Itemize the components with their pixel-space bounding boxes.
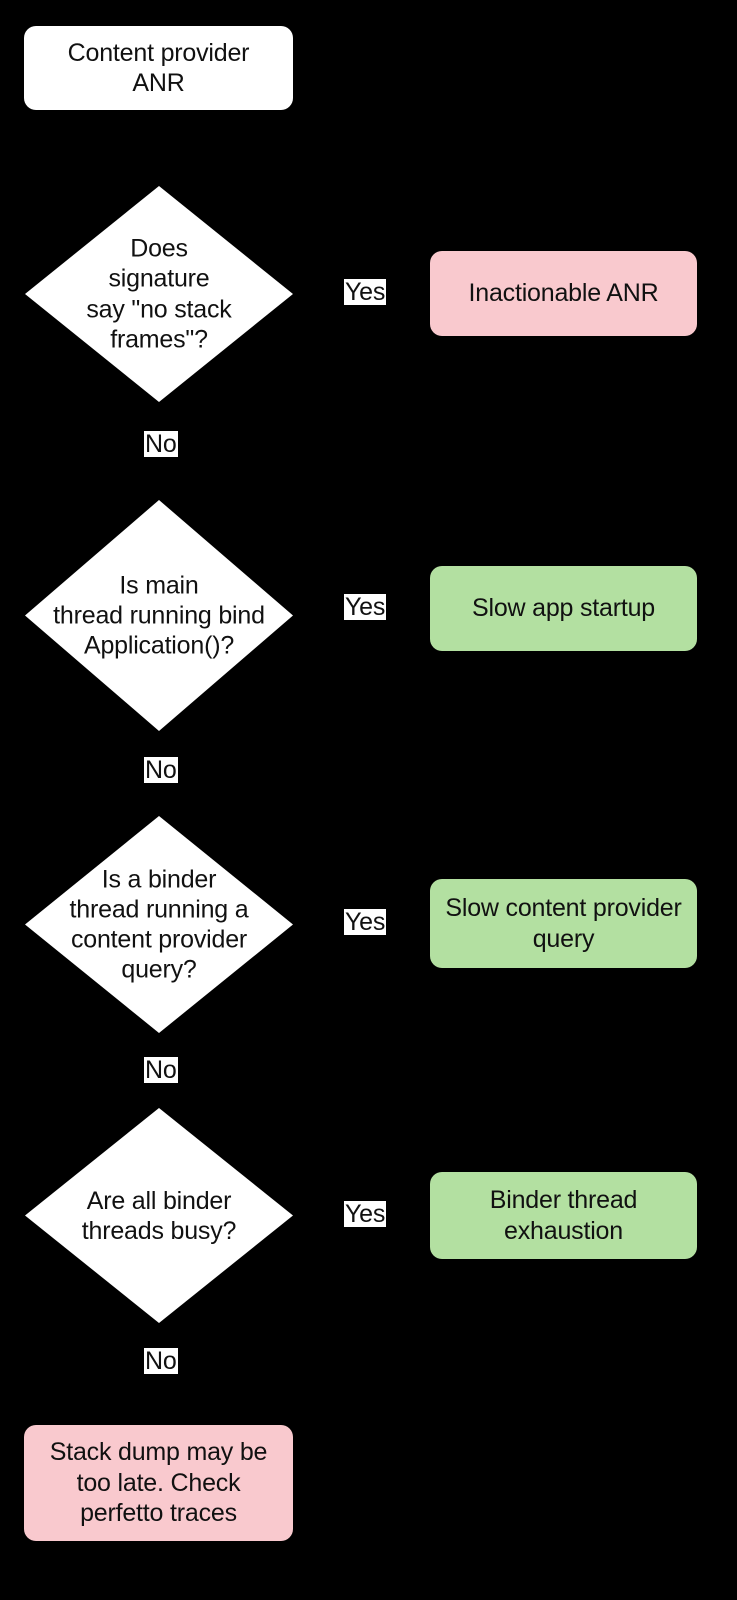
node-outcome-binder-thread-exhaustion[interactable]: Binder thread exhaustion bbox=[430, 1172, 697, 1259]
node-decision-binder-threads-busy[interactable]: Are all binder threads busy? bbox=[25, 1108, 293, 1323]
node-outcome-stack-dump-too-late[interactable]: Stack dump may be too late. Check perfet… bbox=[24, 1425, 293, 1541]
diamond-shape bbox=[25, 1108, 293, 1323]
diamond-shape bbox=[25, 186, 293, 402]
node-outcome-slow-app-startup[interactable]: Slow app startup bbox=[430, 566, 697, 651]
connector-start-to-decision1 bbox=[156, 110, 160, 186]
node-outcome-inactionable-anr[interactable]: Inactionable ANR bbox=[430, 251, 697, 336]
edge-label-decision4-yes: Yes bbox=[344, 1200, 387, 1228]
edge-label-decision1-yes: Yes bbox=[344, 278, 387, 306]
diamond-shape bbox=[25, 816, 293, 1033]
edge-label-decision2-no: No bbox=[144, 756, 178, 784]
edge-label-decision1-no: No bbox=[144, 430, 178, 458]
node-decision-bind-application[interactable]: Is main thread running bind Application(… bbox=[25, 500, 293, 731]
node-decision-no-stack-frames[interactable]: Does signature say "no stack frames"? bbox=[25, 186, 293, 402]
edge-label-decision2-yes: Yes bbox=[344, 593, 387, 621]
edge-label-decision3-no: No bbox=[144, 1056, 178, 1084]
node-decision-binder-query[interactable]: Is a binder thread running a content pro… bbox=[25, 816, 293, 1033]
edge-label-decision3-yes: Yes bbox=[344, 908, 387, 936]
diamond-shape bbox=[25, 500, 293, 731]
edge-label-decision4-no: No bbox=[144, 1347, 178, 1375]
node-start-content-provider-anr[interactable]: Content provider ANR bbox=[24, 26, 293, 110]
node-outcome-slow-content-provider-query[interactable]: Slow content provider query bbox=[430, 879, 697, 968]
